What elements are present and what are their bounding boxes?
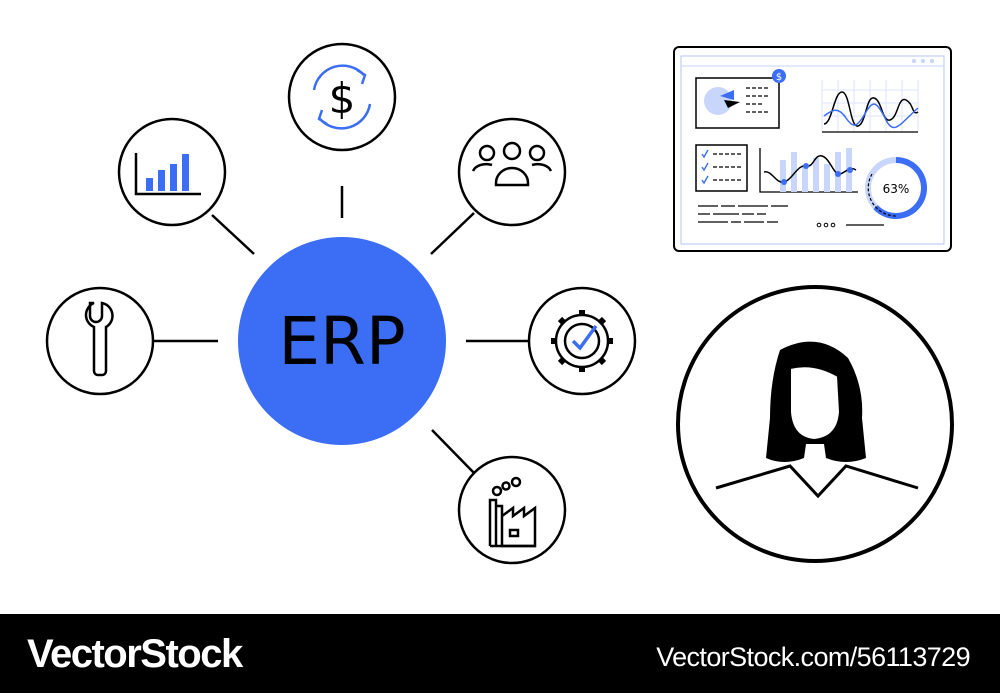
team-node <box>457 117 567 227</box>
gear-check-icon <box>551 310 613 372</box>
manufacturing-node <box>457 455 567 565</box>
checklist-card <box>695 144 748 192</box>
user-avatar <box>676 285 954 563</box>
settings-node <box>527 286 637 396</box>
stock-id: VectorStock.com/56113729 <box>656 642 970 672</box>
currency-exchange-icon: $ <box>312 64 372 130</box>
finance-node: $ <box>287 42 397 152</box>
factory-icon <box>488 476 537 548</box>
pagination-dots <box>816 222 884 228</box>
progress-donut-label: 63% <box>883 182 910 196</box>
hub-connectors <box>153 186 528 475</box>
progress-donut: 63% <box>865 157 927 219</box>
watermark-footer: VectorStock VectorStock.com/56113729 <box>0 614 1000 693</box>
wave-chart <box>821 80 919 133</box>
erp-hub: ERP <box>238 237 446 445</box>
text-lines <box>698 205 788 223</box>
dashboard-window: $ <box>673 46 952 252</box>
avatar-shoulders <box>715 464 919 499</box>
people-group-icon <box>471 141 553 187</box>
maintenance-node <box>45 286 155 396</box>
coin-symbol: $ <box>776 72 782 83</box>
dollar-sign: $ <box>329 74 356 123</box>
bar-line-chart <box>759 148 858 193</box>
wrench-icon <box>84 301 114 377</box>
avatar-face <box>789 365 842 442</box>
erp-illustration: ERP $ <box>45 42 954 565</box>
analytics-node <box>117 117 227 227</box>
vectorstock-logo: VectorStock <box>27 632 243 676</box>
window-controls <box>911 58 935 64</box>
bar-chart-icon <box>134 153 201 196</box>
pie-card: $ <box>695 69 786 129</box>
erp-hub-label: ERP <box>278 303 405 380</box>
